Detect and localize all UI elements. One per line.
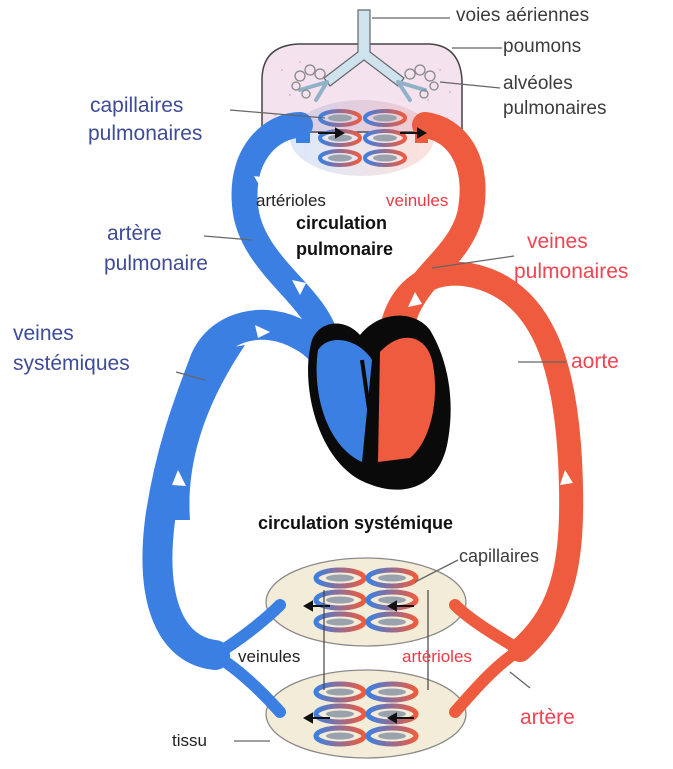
label-artere-pulmonaire-line1: artère: [107, 222, 162, 245]
label-veines-pulmonaires-line2: pulmonaires: [514, 260, 628, 283]
label-capillaires-pulmonaires-line2: pulmonaires: [88, 122, 202, 145]
label-alveoles-line2: pulmonaires: [503, 99, 607, 120]
label-tissu: tissu: [172, 732, 207, 751]
label-arterioles-top: artérioles: [256, 192, 326, 211]
label-poumons: poumons: [503, 37, 581, 58]
label-veinules-top: veinules: [386, 192, 448, 211]
label-capillaires: capillaires: [459, 547, 539, 567]
label-voies-aeriennes: voies aériennes: [456, 6, 589, 27]
label-artere-pulmonaire-line2: pulmonaire: [104, 252, 208, 275]
label-alveoles-line1: alvéoles: [503, 74, 573, 95]
heart: [308, 316, 451, 490]
tissue-capillaries-lower: [266, 670, 466, 758]
label-circulation-systemique: circulation systémique: [258, 514, 453, 534]
label-capillaires-pulmonaires-line1: capillaires: [90, 94, 183, 117]
label-veines-systemiques-line1: veines: [13, 322, 74, 345]
label-circulation-pulmonaire-line1: circulation: [296, 214, 387, 234]
label-veinules-bottom: veinules: [238, 648, 300, 667]
label-arterioles-bottom: artérioles: [402, 648, 472, 667]
label-veines-pulmonaires-line1: veines: [527, 230, 588, 253]
label-circulation-pulmonaire-line2: pulmonaire: [296, 240, 393, 260]
label-aorte: aorte: [571, 350, 619, 373]
label-veines-systemiques-line2: systémiques: [13, 352, 130, 375]
label-artere: artère: [520, 706, 575, 729]
pulmonary-capillaries: [290, 100, 434, 176]
